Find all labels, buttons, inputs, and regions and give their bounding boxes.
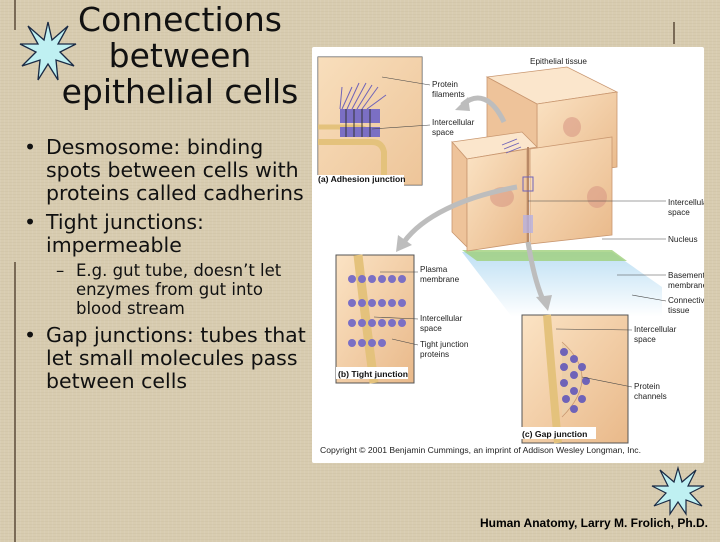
slide-footer: Human Anatomy, Larry M. Frolich, Ph.D. <box>479 516 708 530</box>
bullet-text: Desmosome: binding spots between cells w… <box>46 135 304 205</box>
label-basement-membrane: Basement <box>668 271 704 280</box>
label-connective-tissue: Connective <box>668 296 704 305</box>
bullet-text: Gap junctions: tubes that let small mole… <box>46 323 306 393</box>
epithelial-junctions-figure: Epithelial tissue <box>312 47 704 463</box>
figure-illustration: Epithelial tissue <box>316 56 704 444</box>
connective-tissue <box>462 252 662 317</box>
title-line: between <box>108 36 252 75</box>
label-intercellular-space-b: Intercellular <box>420 314 463 323</box>
inset-gap-junction: (c) Gap junction <box>520 314 629 444</box>
slide-title: Connections between epithelial cells <box>50 2 310 110</box>
decor-line-right <box>673 22 675 44</box>
bullet-desmosome: Desmosome: binding spots between cells w… <box>22 136 307 205</box>
label-nucleus: Nucleus <box>668 235 698 244</box>
bullet-gap-junctions: Gap junctions: tubes that let small mole… <box>22 324 307 393</box>
figure-heading: Epithelial tissue <box>530 57 587 66</box>
adhesion-junction-marker <box>501 138 522 154</box>
label-connective-tissue: tissue <box>668 306 690 315</box>
label-intercellular-space-c: Intercellular <box>634 325 677 334</box>
label-protein-channels: Protein <box>634 382 660 391</box>
caption-tight: (b) Tight junction <box>338 369 408 379</box>
starburst-icon <box>19 21 77 81</box>
gap-junction-marker <box>523 215 533 233</box>
figure-copyright: Copyright © 2001 Benjamin Cummings, an i… <box>320 445 641 455</box>
label-intercellular-space-main: Intercellular <box>668 198 704 207</box>
arrowhead <box>536 295 552 311</box>
caption-gap: (c) Gap junction <box>522 429 587 439</box>
inset-tight-junction: (b) Tight junction <box>335 254 415 384</box>
caption-adhesion: (a) Adhesion junction <box>318 174 406 184</box>
starburst-icon <box>651 466 705 516</box>
label-protein-channels: channels <box>634 392 667 401</box>
tight-junction-marker <box>522 176 534 192</box>
sub-bullet-list: E.g. gut tube, doesn’t let enzymes from … <box>46 261 307 318</box>
inset-adhesion: (a) Adhesion junction <box>316 56 423 187</box>
label-plasma-membrane: membrane <box>420 275 460 284</box>
bullet-tight-junctions: Tight junctions: impermeable E.g. gut tu… <box>22 210 307 319</box>
label-protein-filaments: Protein <box>432 80 458 89</box>
epithelial-cells <box>451 66 619 252</box>
label-plasma-membrane: Plasma <box>420 265 448 274</box>
label-tight-junction-proteins: proteins <box>420 350 449 359</box>
decor-line-left <box>14 0 16 30</box>
title-line: epithelial cells <box>61 72 299 111</box>
label-intercellular-space-b: space <box>420 324 442 333</box>
arrowhead <box>455 97 470 111</box>
basement-membrane <box>462 250 627 261</box>
bullet-text: Tight junctions: impermeable <box>46 210 204 257</box>
bullet-list: Desmosome: binding spots between cells w… <box>22 136 307 399</box>
label-intercellular-space-a: space <box>432 128 454 137</box>
label-tight-junction-proteins: Tight junction <box>420 340 469 349</box>
label-basement-membrane: membrane <box>668 281 704 290</box>
arrowhead <box>396 235 412 252</box>
label-intercellular-space-main: space <box>668 208 690 217</box>
arrow-to-tight <box>401 184 518 244</box>
decor-line-left-lower <box>14 262 16 542</box>
label-intercellular-space-c: space <box>634 335 656 344</box>
title-line: Connections <box>78 0 282 39</box>
label-intercellular-space-a: Intercellular <box>432 118 475 127</box>
sub-bullet-gut-tube: E.g. gut tube, doesn’t let enzymes from … <box>46 261 307 318</box>
label-protein-filaments: filaments <box>432 90 465 99</box>
